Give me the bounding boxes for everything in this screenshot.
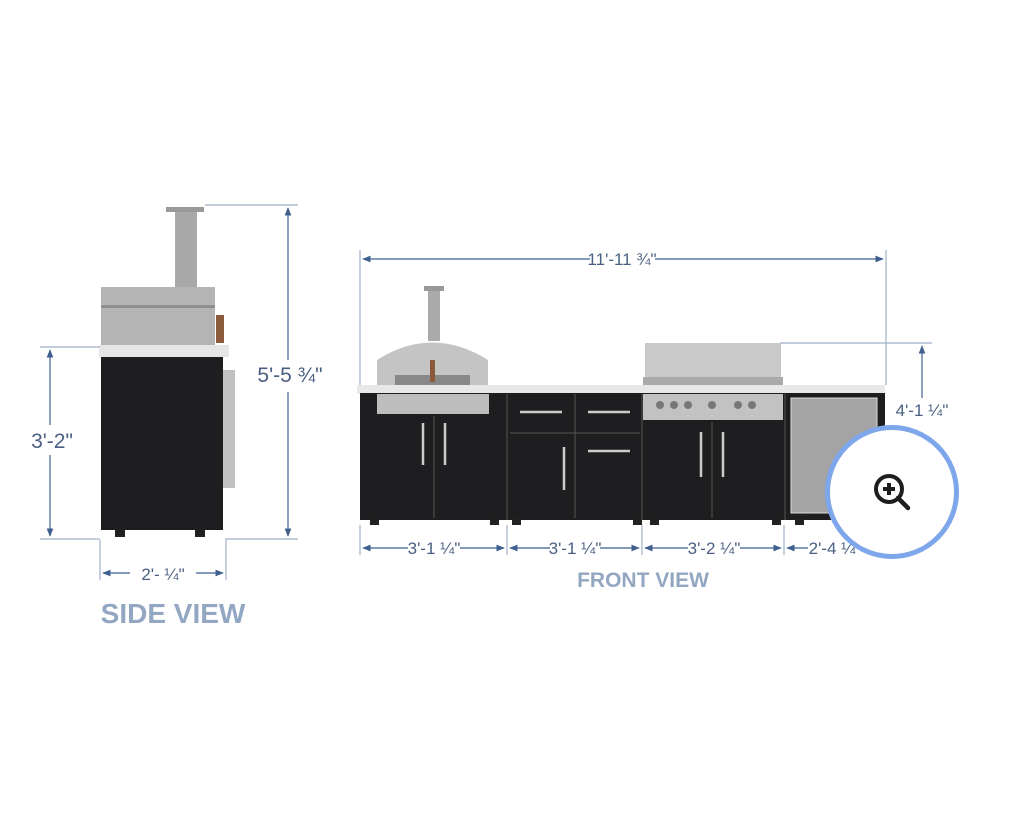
- segment-width-label: 3'-2 ¼": [688, 539, 741, 558]
- side-view-drawing: [99, 207, 235, 537]
- side-depth-label: 2'- ¼": [141, 565, 184, 584]
- side-counter-height-label: 3'-2": [31, 430, 73, 453]
- segment-width-label: 3'-1 ¼": [408, 539, 461, 558]
- front-view-title: FRONT VIEW: [577, 569, 709, 592]
- front-total-width-label: 11'-11 ¾": [587, 250, 656, 269]
- front-view-drawing: [357, 286, 885, 525]
- segment-width-label: 3'-1 ¼": [549, 539, 602, 558]
- zoom-in-icon: [874, 474, 911, 511]
- zoom-in-button[interactable]: [825, 425, 959, 559]
- side-total-height-label: 5'-5 ¾": [257, 364, 322, 387]
- front-right-height-label: 4'-1 ¼": [896, 401, 949, 420]
- side-view-dimensions: [40, 204, 298, 580]
- segment-width-label: 2'-4 ¼": [809, 539, 862, 558]
- side-view-title: SIDE VIEW: [101, 598, 246, 629]
- front-view-dimensions: [359, 250, 932, 555]
